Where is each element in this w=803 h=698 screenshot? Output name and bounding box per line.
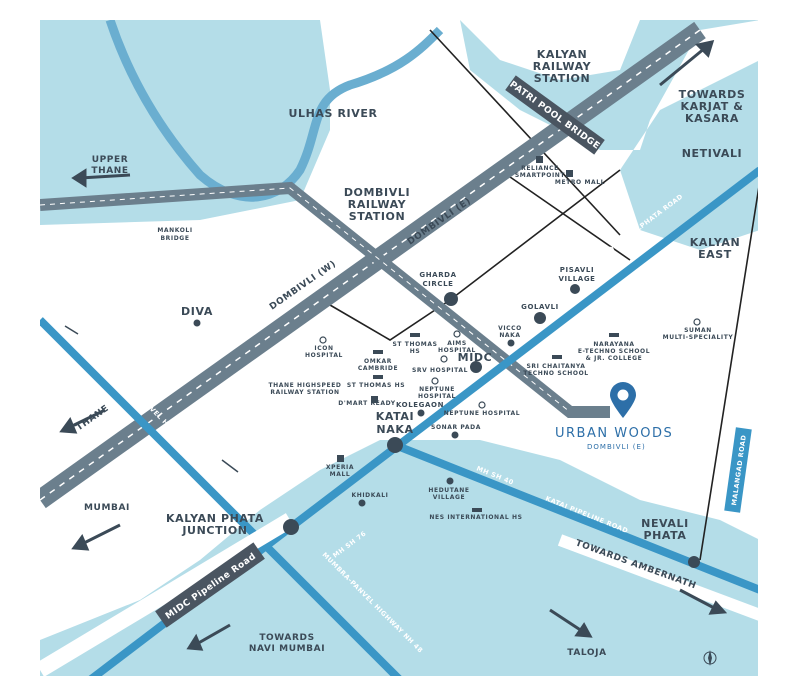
urban-woods-sublabel: DOMBIVLI (E) [587, 443, 646, 451]
map-label: ST THOMAS HS [347, 382, 405, 389]
map-label: TOWARDS [259, 633, 314, 643]
urban-woods-location-pin-icon[interactable] [610, 382, 636, 418]
map-label: PHATA [643, 529, 686, 542]
map-label: KALYAN PHATA [166, 512, 264, 525]
map-label: HOSPITAL [438, 347, 476, 354]
map-label: E-TECHNO SCHOOL [578, 348, 650, 355]
map-label: GOLAVLI [521, 303, 559, 311]
direction-arrow-icon [59, 39, 728, 651]
map-label: NARAYANA [593, 341, 634, 348]
map-label: VICCO [498, 325, 522, 332]
map-label: HOSPITAL [418, 393, 456, 400]
map-label: MANKOLI [157, 227, 192, 234]
mankoli-bridge-dashes [40, 187, 571, 413]
map-label: NES INTERNATIONAL HS [429, 514, 522, 521]
mall-bag-icon [337, 156, 573, 462]
map-label: THANE [91, 166, 128, 176]
map-label: MUMBAI [84, 503, 130, 513]
map-label: HOSPITAL [305, 352, 343, 359]
map-label: ST THOMAS [392, 341, 437, 348]
map-label: ULHAS RIVER [288, 107, 377, 120]
map-label: XPERIA [326, 464, 354, 471]
map-label: THANE HIGHSPEED [268, 382, 341, 389]
map-label: GHARDA [419, 271, 456, 279]
map-label: MALL [330, 471, 351, 478]
map-label: KOLEGAON [396, 401, 444, 409]
map-label: SUMAN [684, 327, 712, 334]
map-label: NEPTUNE HOSPITAL [444, 410, 520, 417]
map-label: CIRCLE [422, 280, 453, 288]
map-label: SMARTPOINT [515, 172, 566, 179]
map-label: JUNCTION [181, 524, 247, 537]
map-label: SRI CHAITANYA [526, 363, 585, 370]
map-label: OMKAR [364, 358, 392, 365]
map-label: RAILWAY STATION [270, 389, 339, 396]
map-label: KATAI [376, 410, 414, 423]
map-label: PISAVLI [560, 266, 594, 274]
map-label: NAVI MUMBAI [249, 644, 325, 654]
hospital-pin-icon [319, 318, 701, 409]
map-label: KASARA [685, 112, 739, 125]
map-label: TALOJA [567, 648, 606, 658]
map-label: KALYAN [690, 236, 741, 249]
map-label: BRIDGE [160, 235, 189, 242]
map-label: RAILWAY [533, 60, 592, 73]
map-label: D'MART READY [338, 400, 395, 407]
mankoli-bridge-road [40, 181, 610, 418]
map-label: KHIDKALI [351, 492, 388, 499]
ulhas-river [105, 20, 444, 202]
map-label: VILLAGE [433, 494, 465, 501]
map-label: NAKA [499, 332, 520, 339]
map-label: TECHNO SCHOOL [523, 370, 588, 377]
map-label: EAST [698, 248, 732, 261]
map-label: RELIANCE [521, 165, 559, 172]
map-label: TOWARDS [679, 88, 746, 101]
map-label: HS [410, 348, 421, 355]
map-label: KARJAT & [681, 100, 744, 113]
map-label: SRV HOSPITAL [412, 367, 468, 374]
map-label: KALYAN [537, 48, 588, 61]
map-label: MULTI-SPECIALITY [663, 334, 734, 341]
land-area [40, 20, 758, 640]
map-label: & JR. COLLEGE [586, 355, 643, 362]
railway-dashes [40, 29, 701, 501]
map-label: STATION [534, 72, 591, 85]
map-label: HEDUTANE [428, 487, 469, 494]
local-roads [329, 29, 758, 561]
towards-ambernath-road [557, 534, 758, 621]
map-label: DIVA [181, 305, 213, 318]
map-label: NEPTUNE [419, 386, 455, 393]
map-label: MIDC [458, 351, 493, 364]
compass-icon [703, 650, 717, 666]
map-label: NAKA [376, 423, 413, 436]
map-label: METRO MALL [555, 179, 605, 186]
map-label: AIMS [447, 340, 467, 347]
map-label: NETIVALI [682, 147, 743, 160]
land-area-top [460, 20, 640, 80]
map-label: UPPER [92, 155, 129, 165]
urban-woods-label: URBAN WOODS [555, 426, 673, 441]
map-label: STATION [349, 210, 406, 223]
map-label: RAILWAY [348, 198, 407, 211]
map-label: VILLAGE [558, 275, 595, 283]
map-label: CAMBRIDE [358, 365, 398, 372]
school-cap-icon [373, 333, 619, 512]
map-label: ICON [314, 345, 333, 352]
map-label: DOMBIVLI [344, 186, 410, 199]
map-label: NEVALI [641, 517, 689, 530]
map-label: SONAR PADA [431, 424, 481, 431]
malangad-road-label: MALANGAD ROAD [724, 427, 752, 513]
junction-markers [193, 284, 700, 568]
midc-pipeline-strip [40, 513, 295, 676]
